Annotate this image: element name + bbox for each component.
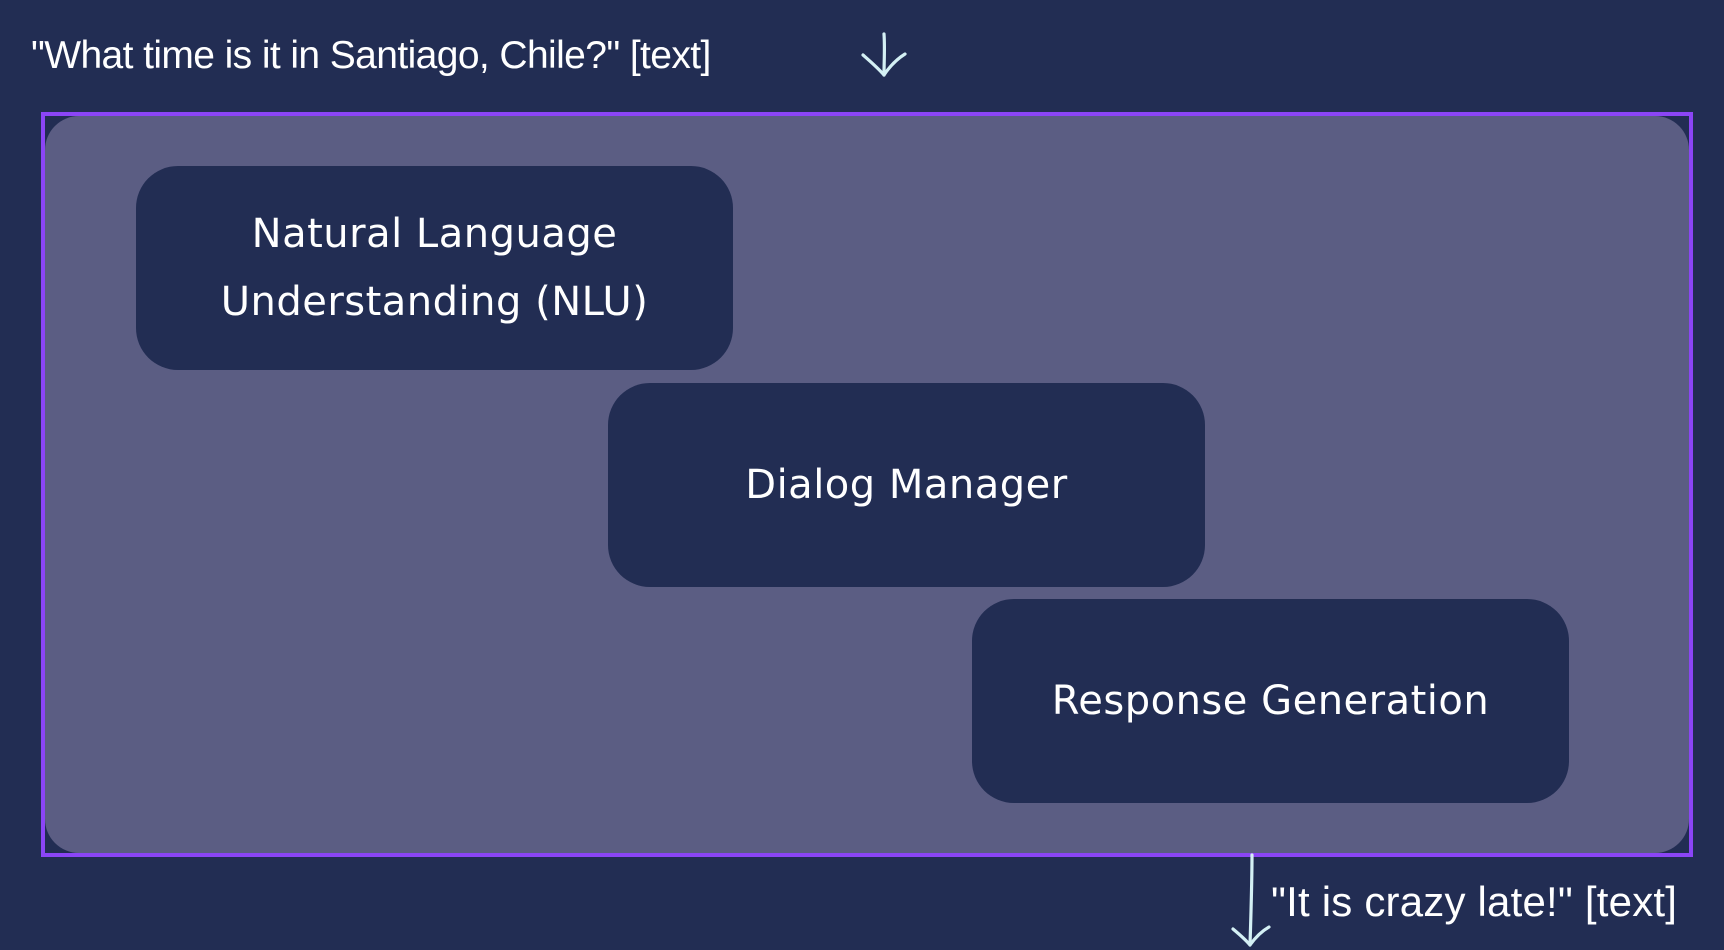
- stage-nlu-label-line2: Understanding (NLU): [220, 279, 649, 325]
- pipeline-panel: Natural Language Understanding (NLU) Dia…: [45, 116, 1689, 853]
- arrow-down-icon: [861, 32, 907, 77]
- arrow-down-icon: [1231, 853, 1271, 947]
- stage-dialog-manager: Dialog Manager: [608, 383, 1205, 587]
- pipeline-frame: Natural Language Understanding (NLU) Dia…: [41, 112, 1693, 857]
- stage-response-generation: Response Generation: [972, 599, 1569, 803]
- stage-response-generation-label: Response Generation: [1051, 678, 1490, 724]
- stage-dialog-manager-label: Dialog Manager: [745, 462, 1068, 508]
- stage-nlu: Natural Language Understanding (NLU): [136, 166, 733, 370]
- stage-nlu-label-line1: Natural Language: [251, 211, 618, 257]
- input-utterance-label: "What time is it in Santiago, Chile?" [t…: [31, 34, 711, 77]
- output-response-label: "It is crazy late!" [text]: [1271, 878, 1678, 925]
